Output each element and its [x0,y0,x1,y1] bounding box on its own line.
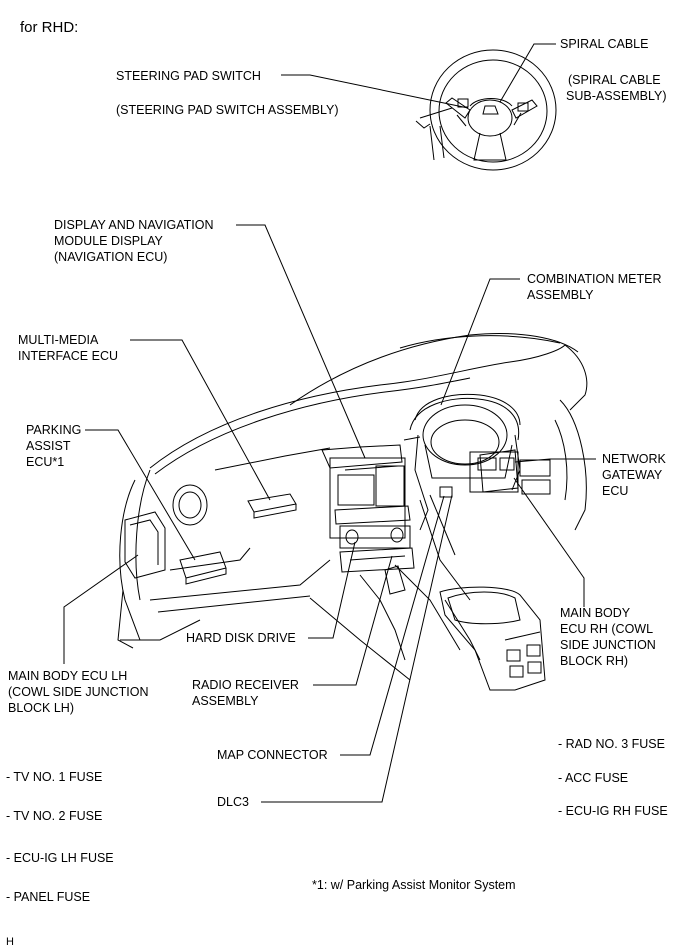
label-parking-assist-1: PARKING [26,423,82,437]
label-parking-assist-2: ASSIST [26,439,71,453]
label-display-nav-2: MODULE DISPLAY [54,234,163,248]
label-network-gateway-1: NETWORK [602,452,666,466]
footnote: *1: w/ Parking Assist Monitor System [312,878,516,892]
label-spiral-cable-sub-1: (SPIRAL CABLE [568,73,661,87]
steering-wheel-illustration [416,50,556,170]
label-parking-assist-3: ECU*1 [26,455,65,469]
fuse-right-item: - ECU-IG RH FUSE [558,804,668,818]
label-multimedia-1: MULTI-MEDIA [18,333,99,347]
label-network-gateway-3: ECU [602,484,629,498]
label-main-body-rh-4: BLOCK RH) [560,654,629,668]
label-main-body-lh-3: BLOCK LH) [8,701,74,715]
label-main-body-rh-3: SIDE JUNCTION [560,638,656,652]
label-radio-receiver-1: RADIO RECEIVER [192,678,299,692]
label-main-body-lh-2: (COWL SIDE JUNCTION [8,685,149,699]
label-main-body-rh-1: MAIN BODY [560,606,631,620]
label-network-gateway-2: GATEWAY [602,468,663,482]
label-spiral-cable-sub-2: SUB-ASSEMBLY) [566,89,667,103]
label-steering-pad-switch-assy: (STEERING PAD SWITCH ASSEMBLY) [116,103,339,117]
component-illustrations [125,437,518,584]
leader-lines [64,44,596,802]
dashboard-illustration [118,334,587,690]
fuse-right-item: - RAD NO. 3 FUSE [558,737,665,751]
label-combination-meter-1: COMBINATION METER [527,272,662,286]
label-display-nav-3: (NAVIGATION ECU) [54,250,168,264]
label-steering-pad-switch: STEERING PAD SWITCH [116,69,261,83]
fuse-left-item: - TV NO. 1 FUSE [6,770,103,784]
fuse-right-item: - ACC FUSE [558,771,629,785]
label-multimedia-2: INTERFACE ECU [18,349,119,363]
label-combination-meter-2: ASSEMBLY [527,288,594,302]
variant-heading: for RHD: [20,19,79,36]
label-hard-disk-drive: HARD DISK DRIVE [186,631,296,645]
label-main-body-lh-1: MAIN BODY ECU LH [8,669,128,683]
label-spiral-cable: SPIRAL CABLE [560,37,649,51]
fuse-left-item: - TV NO. 2 FUSE [6,809,103,823]
label-map-connector: MAP CONNECTOR [217,748,328,762]
fuse-left-item: - ECU-IG LH FUSE [6,851,114,865]
label-dlc3: DLC3 [217,795,249,809]
label-main-body-rh-2: ECU RH (COWL [560,622,654,636]
label-display-nav-1: DISPLAY AND NAVIGATION [54,218,214,232]
label-radio-receiver-2: ASSEMBLY [192,694,259,708]
corner-mark: H [6,936,14,948]
fuse-left-item: - PANEL FUSE [6,890,91,904]
